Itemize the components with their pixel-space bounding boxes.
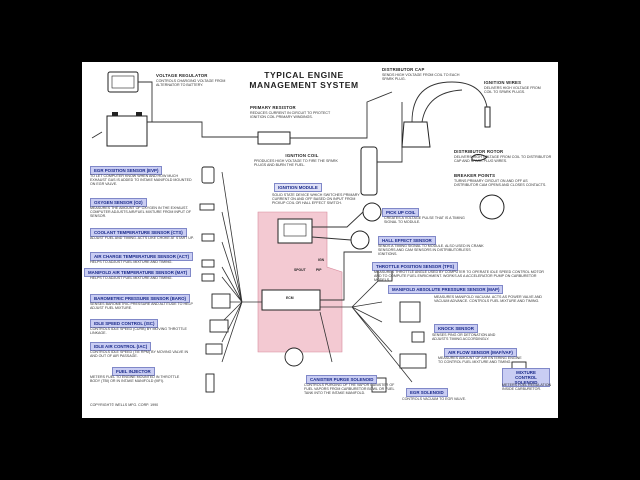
distributor-rotor-label: DISTRIBUTOR ROTOR DELIVERS HIGH VOLTAGE … (454, 149, 552, 164)
copyright: COPYRIGHT© WELLS MFG. CORP. 1990 (90, 403, 159, 407)
map-sensor-icon (399, 301, 421, 323)
ecm-icon (261, 289, 321, 311)
breaker-points-desc: TURNS PRIMARY CIRCUIT ON AND OFF AS DIST… (454, 178, 547, 188)
coolant-sensor-desc: ADJUST FUEL AND TIMING. ACTS LIKE CHOKE … (90, 236, 194, 240)
canister-purge-tag: CANISTER PURGE SOLENOID (306, 375, 378, 385)
title-line-1: TYPICAL ENGINE (264, 70, 344, 80)
egr-position-sensor-icon (201, 166, 215, 184)
act-sensor-desc: HELPS TO ADJUST FUEL MIXTURE AND TIMING. (90, 260, 173, 264)
act-sensor-tag: AIR CHARGE TEMPERATURE SENSOR (ACT) (90, 252, 194, 262)
voltage-regulator-title: VOLTAGE REGULATOR (156, 73, 208, 78)
spark-plug-icon (484, 106, 491, 128)
oxygen-sensor-tag: OXYGEN SENSOR (O2) (90, 198, 147, 208)
voltage-regulator-desc: CONTROLS CHARGING VOLTAGE FROM ALTERNATO… (156, 78, 226, 88)
ignition-module-tag: IGNITION MODULE (274, 183, 322, 193)
breaker-points-label: BREAKER POINTS TURNS PRIMARY CIRCUIT ON … (454, 173, 552, 188)
iac-valve-icon (205, 343, 223, 355)
tps-desc: MEASURES THROTTLE ANGLE USED BY COMPUTER… (374, 270, 545, 283)
egr-solenoid-desc: CONTROLS VACUUM TO EGR VALVE. (402, 397, 466, 401)
diagram-title: TYPICAL ENGINE MANAGEMENT SYSTEM (244, 70, 364, 91)
pick-up-coil-tag: PICK UP COIL (382, 208, 420, 218)
iac-tag: IDLE AIR CONTROL (IAC) (90, 342, 152, 352)
baro-sensor-tag: BAROMETRIC PRESSURE SENSOR (BARO) (90, 294, 190, 304)
maf-sensor-desc: MEASURES AMOUNT OF AIR ENTERING ENGINE T… (438, 356, 522, 365)
coolant-sensor-tag: COOLANT TEMPERATURE SENSOR (CTS) (90, 228, 187, 238)
breaker-points-icon (479, 194, 505, 220)
maf-sensor-icon (399, 353, 427, 369)
distributor-rotor-desc: DELIVERS HIGH VOLTAGE FROM COIL TO DISTR… (454, 154, 552, 164)
baro-sensor-icon (211, 293, 231, 309)
fuel-injector-desc: METERS FUEL TO ENGINE MOUNTED IN THROTTL… (90, 375, 180, 384)
distributor-cap-desc: SENDS HIGH VOLTAGE FROM COIL TO EACH SPA… (382, 72, 460, 82)
distributor-rotor-icon (471, 154, 488, 162)
mixture-solenoid-desc: METERS FUEL REGULATION INSIDE CARBURETOR… (502, 383, 552, 392)
primary-resistor-icon (257, 131, 291, 145)
map-sensor-tag: MANIFOLD ABSOLUTE PRESSURE SENSOR (MAP) (388, 285, 504, 295)
iac-desc: CONTROLS IDLE SPEED (TIE RPM) BY MOVING … (90, 350, 189, 359)
breaker-points-title: BREAKER POINTS (454, 173, 496, 178)
canister-purge-desc: CONTROLS PURGING OF THE VAPOR CANISTER O… (304, 383, 395, 396)
map-sensor-desc: MEASURES MANIFOLD VACUUM. ACTS AS POWER … (434, 295, 543, 304)
ignition-wires-label: IGNITION WIRES DELIVERS HIGH VOLTAGE FRO… (484, 80, 550, 95)
wire-label-spout: SPOUT (294, 268, 306, 272)
title-line-2: MANAGEMENT SYSTEM (249, 79, 359, 90)
egr-solenoid-tag: EGR SOLENOID (406, 388, 448, 398)
distributor-rotor-title: DISTRIBUTOR ROTOR (454, 149, 504, 154)
distributor-cap-label: DISTRIBUTOR CAP SENDS HIGH VOLTAGE FROM … (382, 67, 468, 82)
ignition-coil-icon (360, 146, 378, 196)
primary-resistor-title: PRIMARY RESISTOR (250, 105, 296, 110)
distributor-cap-icon (401, 121, 431, 148)
battery-icon (106, 115, 148, 147)
pick-up-coil-desc: CREATES A VOLTAGE PULSE THAT IS A TIMING… (384, 216, 465, 225)
hall-effect-tag: HALL EFFECT SENSOR (378, 236, 436, 246)
wire-label-pip: PIP (316, 268, 322, 272)
mixture-solenoid-tag: MIXTURE CONTROL SOLENOID (502, 368, 550, 388)
ignition-wires-title: IGNITION WIRES (484, 80, 522, 85)
wire-label-ign: IGN (318, 258, 325, 262)
primary-resistor-desc: REDUCES CURRENT IN CIRCUIT TO PROTECT IG… (250, 110, 331, 120)
coolant-sensor-icon (201, 233, 215, 242)
voltage-regulator-icon (107, 71, 139, 93)
knock-sensor-tag: KNOCK SENSOR (434, 324, 478, 334)
ignition-wires-desc: DELIVERS HIGH VOLTAGE FROM COIL TO SPARK… (484, 85, 541, 95)
ignition-module-icon (277, 218, 313, 244)
egr-position-sensor-desc: TO LET COMPUTER KNOW WHEN AND HOW MUCH E… (90, 174, 192, 187)
oxygen-sensor-desc: MEASURES THE AMOUNT OF OXYGEN IN THE EXH… (90, 206, 192, 219)
fuel-injector-tag: FUEL INJECTOR (112, 367, 155, 377)
voltage-regulator-label: VOLTAGE REGULATOR CONTROLS CHARGING VOLT… (156, 73, 236, 88)
isc-tag: IDLE SPEED CONTROL (ISC) (90, 319, 159, 329)
canister-purge-icon (284, 347, 304, 367)
mat-sensor-tag: MANIFOLD AIR TEMPERATURE SENSOR (MAT) (84, 268, 192, 278)
diagram-sheet: TYPICAL ENGINE MANAGEMENT SYSTEM VOLTAGE… (82, 62, 558, 418)
isc-motor-icon (209, 319, 229, 333)
ignition-module-desc: SOLID STATE DEVICE WHICH SWITCHES PRIMAR… (272, 193, 360, 206)
fuel-injector-icon (205, 373, 215, 393)
act-sensor-icon (201, 259, 215, 268)
mat-sensor-icon (201, 273, 215, 282)
primary-resistor-label: PRIMARY RESISTOR REDUCES CURRENT IN CIRC… (250, 105, 340, 120)
knock-sensor-icon (411, 331, 425, 343)
egr-position-sensor-tag: EGR POSITION SENSOR (EVP) (90, 166, 163, 176)
ignition-coil-desc: PRODUCES HIGH VOLTAGE TO FIRE THE SPARK … (254, 158, 338, 168)
ecm-label: ECM (286, 296, 294, 300)
tps-tag: THROTTLE POSITION SENSOR (TPS) (372, 262, 459, 272)
maf-sensor-tag: AIR FLOW SENSOR (MAF/VAF) (444, 348, 517, 358)
isc-desc: CONTROLS IDLE SPEED (CURB) BY MOVING THR… (90, 327, 187, 336)
pick-up-coil-icon (362, 202, 382, 222)
ignition-coil-title: IGNITION COIL (285, 153, 319, 158)
hall-effect-icon (350, 230, 370, 250)
mat-sensor-desc: HELPS TO ADJUST FUEL MIXTURE AND TIMING. (90, 276, 173, 280)
hall-effect-desc: SENDS A TIMING SIGNAL TO MODULE. ALSO US… (378, 244, 484, 257)
baro-sensor-desc: SENSES BAROMETRIC PRESSURE AND ALTITUDE … (90, 302, 193, 311)
ignition-coil-label: IGNITION COIL PRODUCES HIGH VOLTAGE TO F… (254, 153, 350, 168)
wiring-diagram (91, 71, 527, 393)
oxygen-sensor-icon (199, 203, 215, 211)
distributor-cap-title: DISTRIBUTOR CAP (382, 67, 425, 72)
knock-sensor-desc: SENSES PING OR DETONATION AND ADJUSTS TI… (432, 333, 496, 342)
